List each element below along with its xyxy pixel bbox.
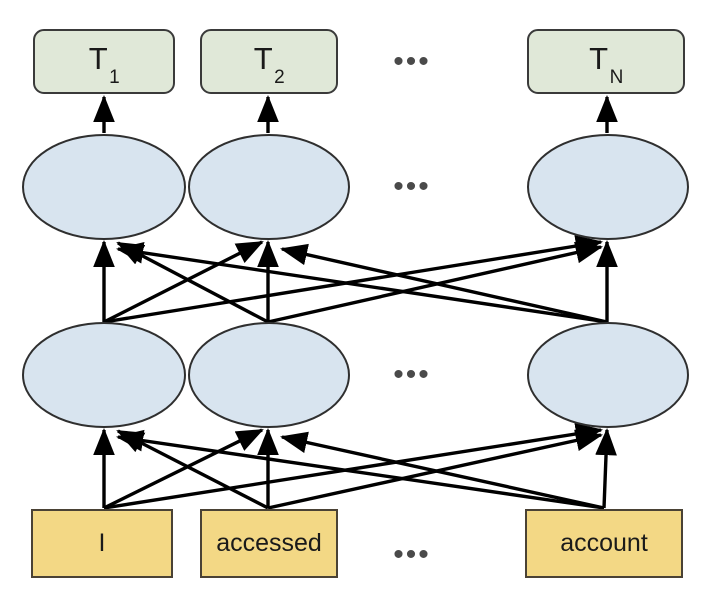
encoder-layer1-ellipsis: ••• bbox=[393, 358, 431, 391]
output-row-ellipsis: ••• bbox=[393, 45, 431, 78]
input-token-1[interactable]: I bbox=[31, 509, 173, 578]
encoder-layer2-cell-1[interactable] bbox=[22, 134, 186, 240]
output-token-tn-label: TN bbox=[589, 40, 624, 89]
edges-encoder2-to-output bbox=[93, 94, 618, 133]
encoder-layer2-cell-2[interactable] bbox=[188, 134, 350, 240]
output-token-tn[interactable]: TN bbox=[527, 29, 685, 94]
encoder-layer2-ellipsis: ••• bbox=[393, 170, 431, 203]
edges-encoder1-to-encoder2 bbox=[93, 235, 618, 324]
encoder-layer1-cell-n[interactable] bbox=[527, 322, 689, 428]
input-row-ellipsis: ••• bbox=[393, 538, 431, 571]
encoder-layer1-cell-1[interactable] bbox=[22, 322, 186, 428]
encoder-layer2-cell-n[interactable] bbox=[527, 134, 689, 240]
edges-input-to-encoder1 bbox=[93, 423, 617, 510]
input-token-n[interactable]: account bbox=[525, 509, 683, 578]
output-token-t2-label: T2 bbox=[253, 40, 286, 89]
output-token-t2[interactable]: T2 bbox=[200, 29, 338, 94]
output-token-t1[interactable]: T1 bbox=[33, 29, 175, 94]
input-token-2[interactable]: accessed bbox=[200, 509, 338, 578]
output-token-t1-label: T1 bbox=[88, 40, 121, 89]
encoder-layer1-cell-2[interactable] bbox=[188, 322, 350, 428]
